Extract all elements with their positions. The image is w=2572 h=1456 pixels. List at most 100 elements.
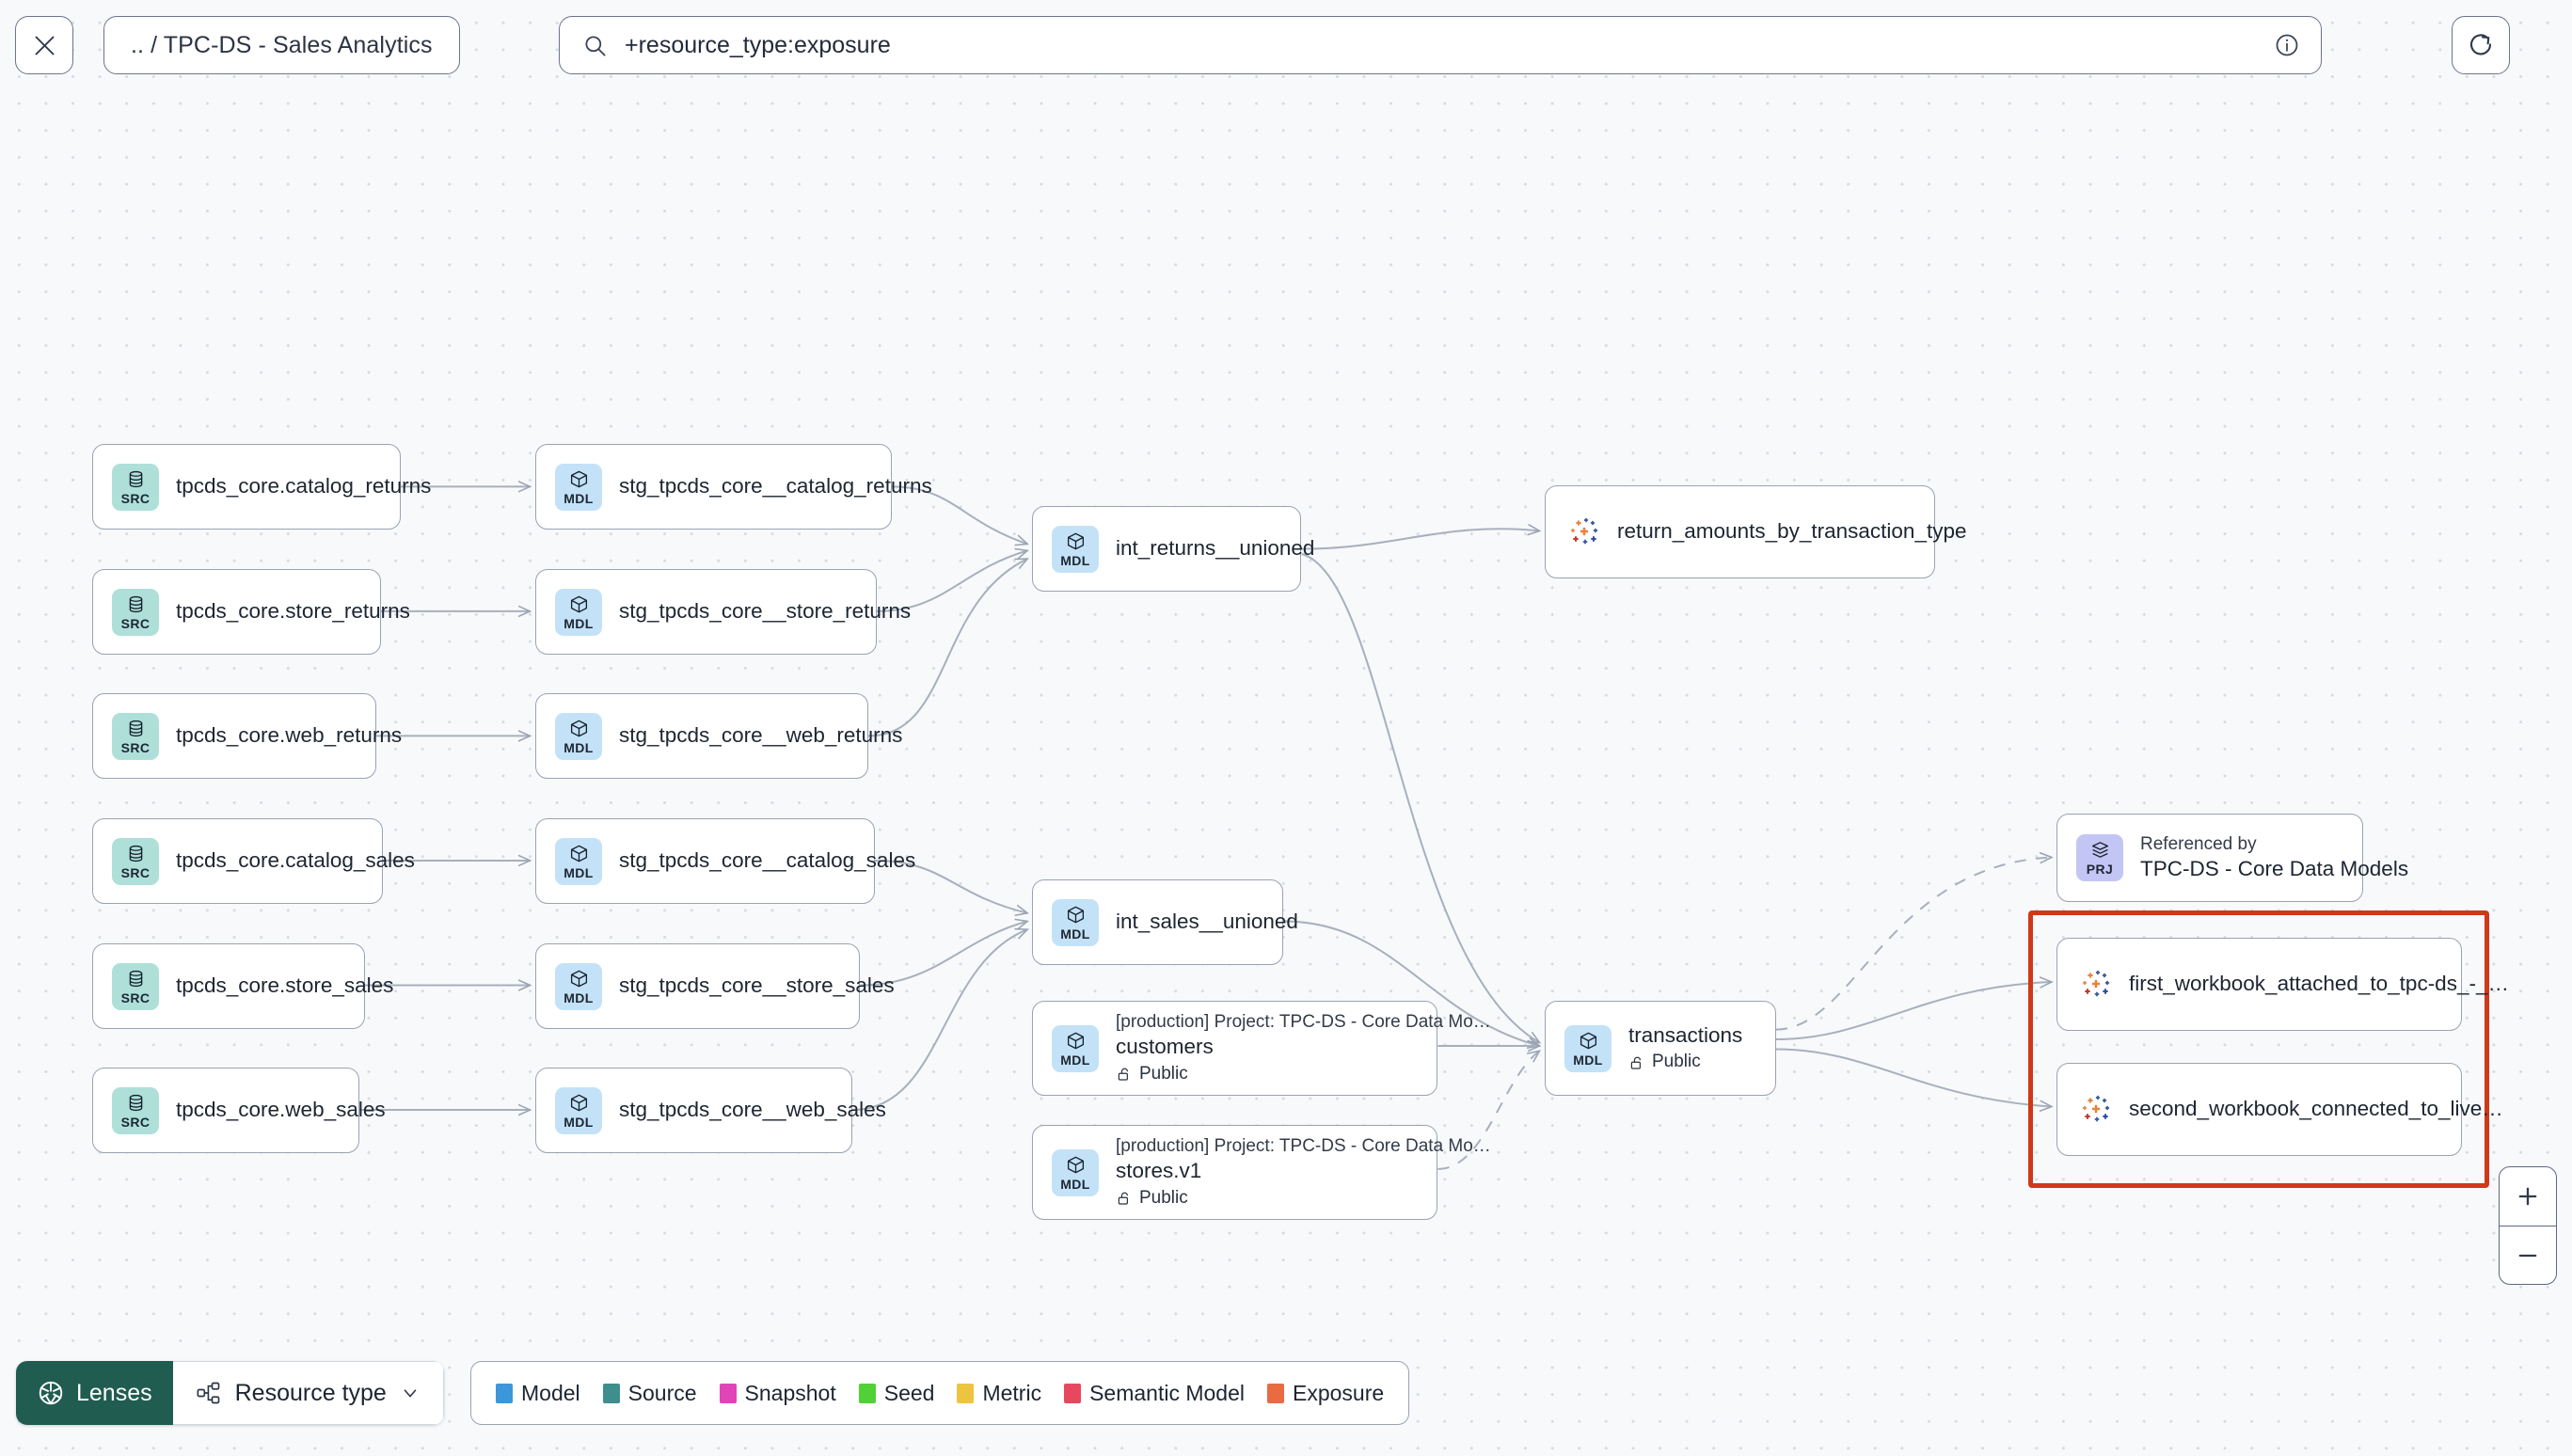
graph-node-int_sales_unioned[interactable]: MDL int_sales__unioned xyxy=(1032,879,1298,965)
node-subtitle: Referenced by xyxy=(2140,833,2257,854)
cube-icon xyxy=(570,970,587,987)
search-input[interactable]: +resource_type:exposure xyxy=(625,31,891,58)
model-badge-icon: MDL xyxy=(1052,898,1099,946)
graph-node-second_workbook[interactable]: second_workbook_connected_to_live… xyxy=(2056,1063,2503,1156)
cube-icon xyxy=(1067,532,1084,549)
model-badge-icon: MDL xyxy=(1052,525,1099,573)
badge-label: SRC xyxy=(120,989,151,1005)
node-title: customers xyxy=(1116,1035,1214,1059)
graph-node-stg_store_sales[interactable]: MDL stg_tpcds_core__store_sales xyxy=(535,943,895,1029)
node-body: tpcds_core.catalog_sales xyxy=(176,847,415,874)
source-badge-icon: SRC xyxy=(112,837,159,885)
zoom-out-button[interactable] xyxy=(2500,1226,2556,1284)
legend-swatch xyxy=(858,1383,876,1403)
graph-edges xyxy=(359,111,2572,1170)
node-title: stores.v1 xyxy=(1116,1159,1202,1183)
bottom-toolbar: Lenses Resource type Model Source Snapshot… xyxy=(0,1343,2572,1456)
graph-node-stg_web_returns[interactable]: MDL stg_tpcds_core__web_returns xyxy=(535,693,902,779)
node-body: stg_tpcds_core__catalog_returns xyxy=(619,473,932,499)
node-title: tpcds_core.store_sales xyxy=(176,973,394,998)
graph-node-stores_v1[interactable]: MDL [production] Project: TPC-DS - Core D… xyxy=(1032,1125,1491,1220)
lens-group: Lenses Resource type xyxy=(16,1361,444,1425)
graph-node-src_catalog_sales[interactable]: SRC tpcds_core.catalog_sales xyxy=(92,818,415,904)
graph-node-src_catalog_returns[interactable]: SRC tpcds_core.catalog_returns xyxy=(92,444,432,530)
node-title: int_sales__unioned xyxy=(1116,910,1298,934)
node-title: tpcds_core.store_returns xyxy=(176,599,410,624)
legend-item-seed[interactable]: Seed xyxy=(858,1381,934,1406)
database-icon xyxy=(129,1094,142,1111)
model-badge-icon: MDL xyxy=(1052,1148,1099,1196)
badge-label: SRC xyxy=(120,490,151,506)
legend-swatch xyxy=(1064,1383,1082,1403)
node-privacy: Public xyxy=(1116,1187,1418,1211)
node-title: tpcds_core.catalog_returns xyxy=(176,474,432,499)
node-body: return_amounts_by_transaction_type xyxy=(1617,518,1966,545)
refresh-button[interactable] xyxy=(2452,16,2510,74)
database-icon xyxy=(129,970,142,987)
legend-item-semantic-model[interactable]: Semantic Model xyxy=(1064,1381,1245,1406)
node-body: int_returns__unioned xyxy=(1116,535,1314,562)
legend-item-exposure[interactable]: Exposure xyxy=(1267,1381,1384,1406)
node-title: first_workbook_attached_to_tpc-ds_-_… xyxy=(2129,972,2509,996)
node-body: tpcds_core.web_returns xyxy=(176,722,402,749)
lenses-button[interactable]: Lenses xyxy=(16,1361,173,1425)
badge-label: MDL xyxy=(1060,1176,1090,1192)
graph-node-customers[interactable]: MDL[production] Project: TPC-DS - Core D… xyxy=(1032,1001,1491,1096)
graph-node-first_workbook[interactable]: first_workbook_attached_to_tpc-ds_-_… xyxy=(2056,938,2509,1031)
search-bar[interactable]: +resource_type:exposure xyxy=(559,16,2322,74)
model-badge-icon: MDL xyxy=(555,962,602,1010)
lock-open-icon xyxy=(1630,1056,1642,1069)
node-body: second_workbook_connected_to_live… xyxy=(2129,1096,2503,1122)
tableau-icon xyxy=(2083,970,2110,996)
cube-icon xyxy=(570,595,587,612)
node-body: first_workbook_attached_to_tpc-ds_-_… xyxy=(2129,971,2509,997)
cube-icon xyxy=(1067,1156,1084,1173)
resource-type-legend: Model Source Snapshot Seed Metric Semantic Mo… xyxy=(470,1361,1410,1425)
legend-swatch xyxy=(719,1383,737,1403)
node-body: [production] Project: TPC-DS - Core Data… xyxy=(1116,1011,1491,1086)
node-body: stg_tpcds_core__web_returns xyxy=(619,722,902,749)
legend-item-snapshot[interactable]: Snapshot xyxy=(719,1380,836,1406)
node-title: stg_tpcds_core__store_returns xyxy=(619,599,912,624)
resource-type-label: Resource type xyxy=(234,1379,387,1406)
graph-node-int_returns_unioned[interactable]: MDL int_returns__unioned xyxy=(1032,506,1314,592)
model-badge-icon: MDL xyxy=(555,712,602,760)
minus-icon xyxy=(2518,1254,2537,1257)
node-body: tpcds_core.store_returns xyxy=(176,598,410,625)
badge-label: MDL xyxy=(1573,1052,1603,1068)
layers-icon xyxy=(2091,842,2108,858)
graph-node-return_amounts[interactable]: return_amounts_by_transaction_type xyxy=(1545,485,1966,578)
node-body: [production] Project: TPC-DS - Core Data… xyxy=(1116,1135,1491,1211)
zoom-in-button[interactable] xyxy=(2500,1167,2556,1226)
node-privacy: Public xyxy=(1628,1051,1742,1074)
breadcrumb[interactable]: .. / TPC-DS - Sales Analytics xyxy=(103,16,460,74)
lenses-label: Lenses xyxy=(76,1379,152,1406)
node-body: stg_tpcds_core__store_sales xyxy=(619,973,895,999)
legend-item-metric[interactable]: Metric xyxy=(957,1381,1041,1406)
legend-item-model[interactable]: Model xyxy=(496,1381,580,1406)
cube-icon xyxy=(1067,906,1084,923)
top-toolbar: .. / TPC-DS - Sales Analytics +resource_… xyxy=(0,0,2572,111)
node-title: transactions xyxy=(1628,1023,1743,1048)
legend-label: Snapshot xyxy=(744,1380,836,1405)
graph-node-src_store_sales[interactable]: SRC tpcds_core.store_sales xyxy=(92,943,394,1029)
lock-open-icon xyxy=(1118,1068,1129,1081)
highlight-rectangle xyxy=(2028,910,2489,1188)
badge-label: MDL xyxy=(564,1114,594,1130)
node-subtitle: [production] Project: TPC-DS - Core Data… xyxy=(1116,1011,1491,1032)
source-badge-icon: SRC xyxy=(112,962,159,1010)
close-button[interactable] xyxy=(15,16,73,74)
legend-item-source[interactable]: Source xyxy=(602,1381,697,1406)
info-icon[interactable] xyxy=(2274,32,2300,58)
resource-type-dropdown[interactable]: Resource type xyxy=(172,1361,444,1425)
